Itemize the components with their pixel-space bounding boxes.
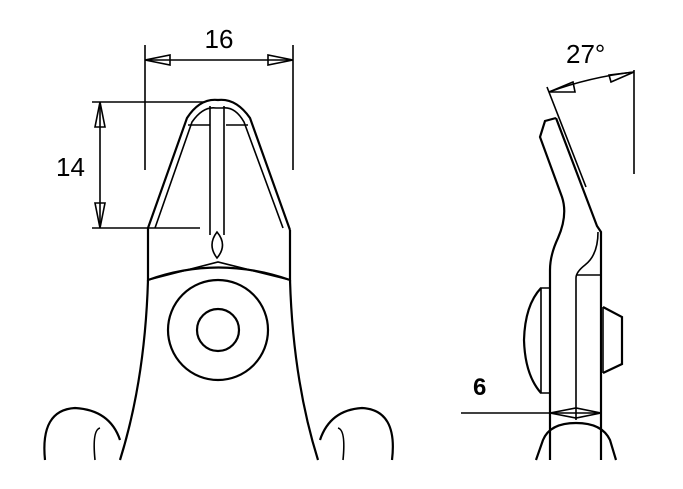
spring-loop-left [43, 406, 122, 461]
height-dimension-label: 14 [56, 152, 85, 182]
side-view: 27° 6 [461, 39, 635, 461]
hinge-pivot [195, 307, 241, 353]
handle-top [534, 421, 618, 461]
arrowhead [267, 54, 294, 66]
handle-right-edge [288, 279, 320, 461]
arrowhead [548, 80, 576, 93]
angle-reference-line [546, 86, 587, 188]
jaw-inner-outline [154, 106, 284, 229]
arrowhead [94, 101, 106, 128]
arrowhead [94, 202, 106, 229]
angle-dimension-label: 27° [566, 39, 605, 69]
slot-end [211, 230, 224, 260]
arrowhead [607, 71, 635, 84]
spring-loop-right [318, 406, 394, 461]
spring-inner-right [337, 427, 345, 461]
hinge-edge [147, 261, 291, 281]
angle-arc [548, 71, 635, 93]
thickness-arrows [549, 407, 602, 419]
width-dimension-label: 16 [205, 24, 234, 54]
jaw-outline [146, 98, 292, 231]
spring-inner-left [93, 427, 101, 461]
pivot-head-rect [540, 287, 550, 394]
front-view: 16 14 [43, 24, 394, 461]
jaw-inner-edge [575, 231, 599, 420]
handle-left-edge [118, 279, 150, 461]
arrowhead [144, 54, 171, 66]
pivot-dome [522, 287, 542, 394]
pivot-nut [602, 306, 624, 374]
hinge-circle [166, 278, 270, 382]
thickness-dimension-label: 6 [473, 374, 486, 401]
jaw-right-edge [554, 117, 603, 460]
jaw-left-edge [538, 116, 566, 460]
